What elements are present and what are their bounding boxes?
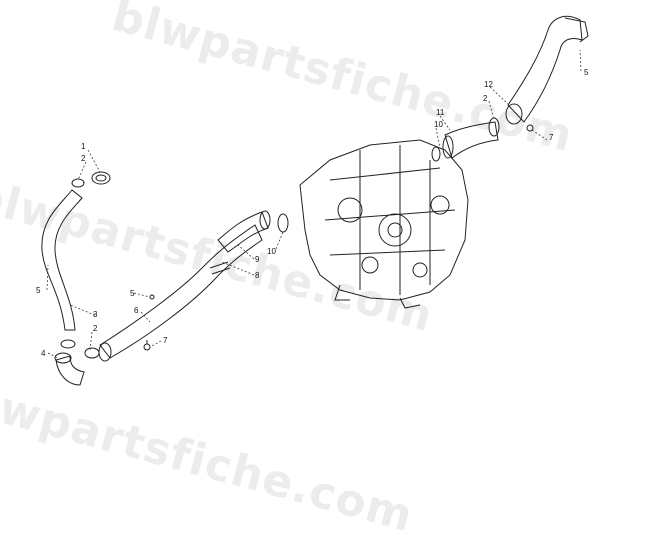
callout-10-left: 10 [267, 247, 276, 256]
hose-part-11 [444, 121, 499, 159]
clamp-part-10-left [277, 213, 289, 233]
left-hose [41, 189, 83, 331]
callout-4: 4 [41, 349, 46, 358]
callout-7-left: 7 [163, 336, 168, 345]
callout-7-right: 7 [549, 133, 554, 142]
callout-12: 12 [484, 80, 493, 89]
callout-5-left: 5 [36, 286, 41, 295]
callout-9: 9 [255, 255, 260, 264]
callout-11: 11 [436, 108, 445, 117]
parts-diagram: blwpartsfiche.com blwpartsfiche.com blwp… [0, 0, 589, 542]
callout-5-right: 5 [584, 68, 589, 77]
bolt-part-7-right [526, 124, 534, 132]
callout-10-right: 10 [434, 120, 443, 129]
clamp-middle-left [84, 347, 100, 359]
callout-2-left-top: 2 [81, 154, 86, 163]
callout-8: 8 [255, 271, 260, 280]
clamp-part-2-right [488, 117, 500, 137]
callout-5-middle: 5 [130, 289, 135, 298]
callout-3: 3 [93, 310, 98, 319]
clamp-left-top [71, 178, 85, 188]
callout-6: 6 [134, 306, 139, 315]
left-hose-end [91, 171, 111, 185]
callout-2-left-bottom: 2 [93, 324, 98, 333]
engine-block [299, 139, 469, 301]
callout-1: 1 [81, 142, 86, 151]
clamp-part-10-right [431, 146, 441, 162]
clamp-left-bottom [60, 339, 76, 349]
elbow-part-4 [55, 355, 85, 386]
callout-2-right: 2 [483, 94, 488, 103]
diagram-svg: 1 2 2 3 4 5 5 6 7 7 8 9 10 10 11 12 2 5 [36, 15, 589, 386]
bolt-part-7-left [143, 343, 151, 351]
